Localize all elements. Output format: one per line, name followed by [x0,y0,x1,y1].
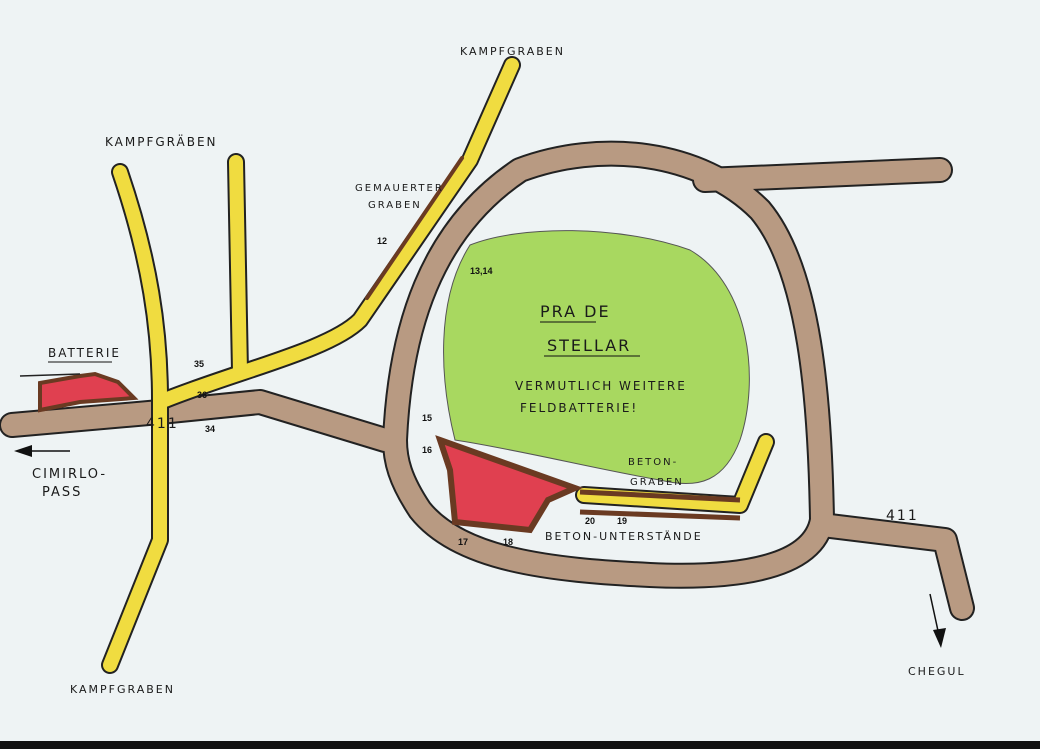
point-20: 20 [585,516,595,526]
label-cimirlo: CIMIRLO- [32,467,107,482]
concrete-shelters [435,435,741,534]
title-pra-de-text: PRA DE [540,302,611,321]
label-chegul: CHEGUL [908,665,966,678]
label-kampfgraben-top: KAMPFGRABEN [460,45,565,58]
west-battery [19,371,139,413]
label-pass: PASS [42,485,82,500]
arrow-south-icon [929,593,946,648]
label-batterie: BATTERIE [48,346,121,360]
label-beton: BETON- [628,457,678,468]
label-vermutlich: VERMUTLICH WEITERE [515,379,687,393]
label-kampfgraeben-left: KAMPFGRÄBEN [105,134,218,149]
label-kampfgraben-bottom: KAMPFGRABEN [70,683,175,696]
label-beton-unterstaende: BETON-UNTERSTÄNDE [545,530,703,543]
label-road-411-east: 411 [886,508,919,524]
point-35: 35 [194,359,204,369]
point-17: 17 [458,537,468,547]
label-graben: GRABEN [368,200,422,211]
label-road-411-west: 411 [146,416,179,432]
meadow-pra-de-stellar [443,230,750,485]
label-beton-graben: GRABEN [630,477,684,488]
label-feldbatterie: FELDBATTERIE! [520,401,638,415]
arrow-west-icon [14,445,70,457]
point-15: 15 [422,413,432,423]
point-19: 19 [617,516,627,526]
point-16: 16 [422,445,432,455]
point-13-14: 13,14 [470,266,493,276]
point-34: 34 [205,424,215,434]
point-18: 18 [503,537,513,547]
title-stellar: STELLAR [547,336,631,355]
point-12: 12 [377,236,387,246]
roads [0,140,975,621]
trenches [101,56,775,674]
label-gemauerter: GEMAUERTER [355,183,444,194]
point-36: 36 [197,390,207,400]
bottom-edge [0,741,1040,749]
